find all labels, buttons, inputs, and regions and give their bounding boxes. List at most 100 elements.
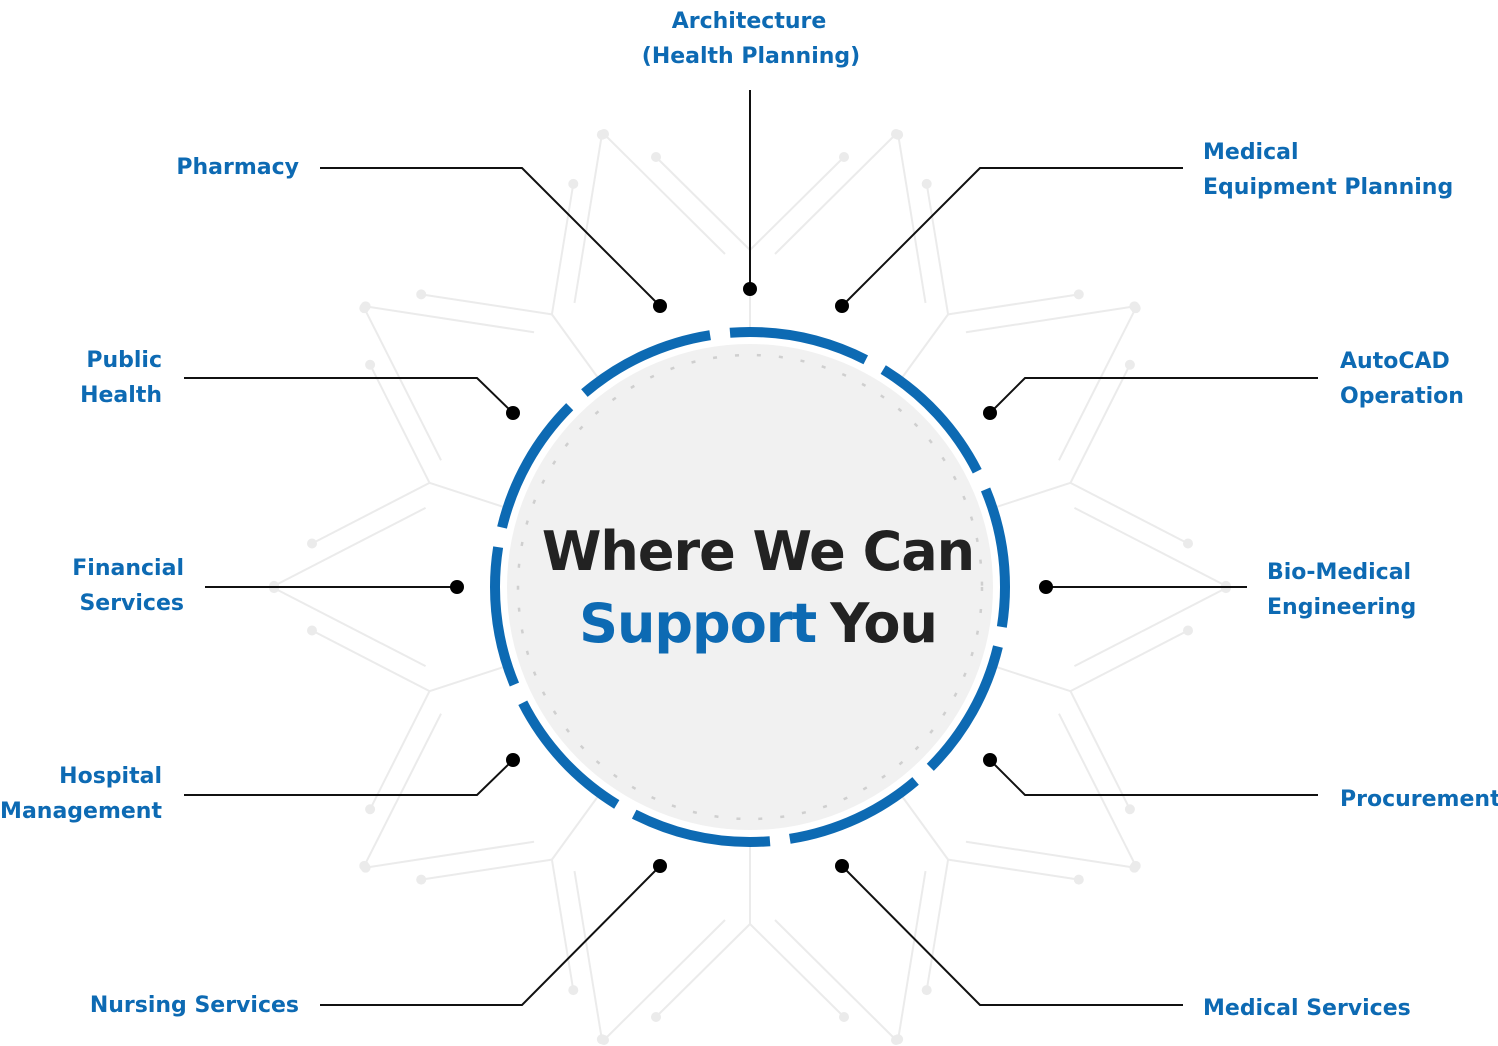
node-dot (653, 859, 667, 873)
circuit-line (429, 481, 505, 509)
circuit-dot (269, 580, 280, 591)
circuit-line (1070, 481, 1189, 545)
circuit-dot (1220, 583, 1231, 594)
circuit-line (421, 293, 553, 316)
segmented-blue-ring (490, 327, 1010, 847)
circuit-dot (596, 1034, 607, 1045)
circuit-dot (1124, 804, 1135, 815)
circuit-line (965, 305, 1135, 334)
circuit-line (995, 665, 1071, 693)
circuit-dot (359, 860, 370, 871)
circuit-line (749, 923, 845, 1018)
node-dot (743, 282, 757, 296)
circuit-dot (596, 129, 607, 140)
circuit-line (551, 313, 600, 379)
circuit-line (1058, 307, 1137, 461)
circuit-line (429, 665, 505, 693)
title-line-1: Where We Can (542, 520, 974, 583)
circuit-dot (306, 538, 317, 549)
circuit-line (655, 923, 751, 1018)
center-circle (507, 344, 993, 830)
node-dot (653, 299, 667, 313)
node-dot (983, 406, 997, 420)
connector-hospital-management (184, 759, 514, 796)
circuit-line (311, 629, 430, 693)
circuit-dot (568, 985, 579, 996)
circuit-dot (568, 178, 579, 189)
circuit-line (311, 481, 430, 545)
circuit-line (363, 307, 442, 461)
circuit-line (1069, 690, 1131, 810)
circuit-line (1069, 364, 1131, 484)
circuit-line (273, 506, 427, 587)
circuit-line (365, 305, 535, 334)
node-dot (835, 299, 849, 313)
connectors (184, 90, 1318, 1006)
connector-autocad-operation (989, 377, 1318, 414)
circuit-line (900, 313, 949, 379)
circuit-line (749, 156, 845, 251)
circuit-dot (365, 359, 376, 370)
circuit-line (573, 134, 603, 304)
connector-medical-services (841, 865, 1183, 1006)
title-highlight: Support (579, 592, 816, 655)
circuit-dot (1073, 289, 1084, 300)
circuit-dot (839, 152, 849, 162)
circuit-line (925, 859, 950, 991)
circuit-line (603, 919, 726, 1041)
circuit-line (573, 870, 603, 1040)
circuit-background (269, 129, 1231, 1045)
circuit-line (947, 293, 1079, 316)
circuit-line (1058, 713, 1137, 867)
circuit-line (947, 858, 1079, 881)
node-dot (506, 406, 520, 420)
circuit-line (897, 134, 927, 304)
circuit-line (603, 133, 726, 255)
circuit-dot (1124, 359, 1135, 370)
circuit-dot (1129, 862, 1140, 873)
node-dot (1039, 580, 1053, 594)
circuit-line (774, 919, 897, 1041)
circuit-dot (651, 1012, 661, 1022)
label-procurement: Procurement (1340, 787, 1498, 812)
node-dot (983, 753, 997, 767)
label-pharmacy: Pharmacy (176, 155, 299, 180)
connector-procurement (989, 759, 1318, 796)
circuit-line (550, 183, 575, 315)
circuit-line (995, 481, 1071, 509)
circuit-line (550, 859, 575, 991)
circuit-dot (921, 178, 932, 189)
circuit-dot (651, 152, 661, 162)
circuit-dot (921, 985, 932, 996)
circuit-dot (1130, 303, 1141, 314)
circuit-dot (891, 1035, 901, 1045)
connector-nursing-services (320, 865, 661, 1006)
connector-medical-equipment-planning (841, 167, 1183, 307)
circuit-line (897, 870, 927, 1040)
title-rest: You (829, 592, 937, 655)
circuit-dot (1183, 538, 1194, 549)
circuit-line (1073, 506, 1227, 587)
circuit-line (363, 713, 442, 867)
circuit-line (273, 587, 427, 668)
circuit-line (1073, 587, 1227, 668)
circuit-dot (893, 129, 904, 140)
circuit-line (655, 156, 751, 251)
connector-public-health (184, 377, 514, 414)
circuit-line (925, 183, 950, 315)
circuit-dot (416, 289, 427, 300)
label-medical-services: Medical Services (1203, 996, 1411, 1021)
circuit-line (774, 133, 897, 255)
circuit-line (965, 840, 1135, 869)
circuit-dot (1073, 874, 1084, 885)
circuit-dot (416, 874, 427, 885)
circuit-dot (360, 301, 371, 312)
circuit-dot (1183, 625, 1194, 636)
circuit-line (421, 858, 553, 881)
connector-pharmacy (320, 167, 661, 307)
